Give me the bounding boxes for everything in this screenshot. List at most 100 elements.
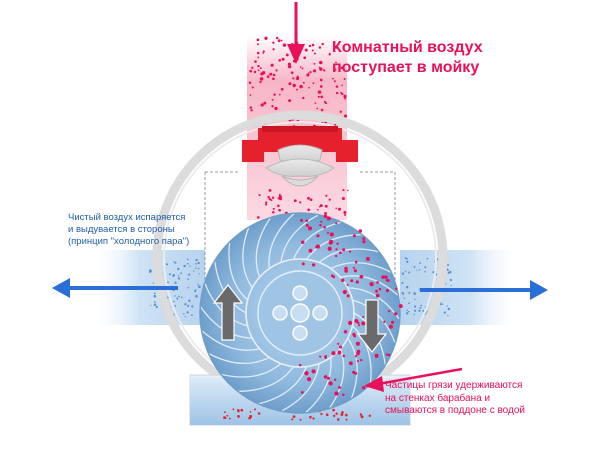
particle-dot [263, 101, 267, 105]
particle-dot [339, 345, 343, 349]
particle-dot [335, 61, 337, 64]
dirt-pointer-arrow-icon [364, 367, 463, 392]
particle-dot [328, 381, 333, 386]
particle-dot [302, 81, 305, 84]
particle-dot [226, 414, 229, 417]
particle-dot [280, 87, 284, 91]
particle-dot [194, 290, 197, 293]
particle-dot [318, 46, 322, 49]
particle-dot [257, 56, 260, 59]
particle-dot [257, 43, 259, 46]
drum-blade [340, 275, 399, 297]
particle-dot [361, 386, 366, 390]
particle-dot [418, 309, 421, 312]
particle-dot [262, 50, 265, 53]
particle-dot [320, 220, 323, 223]
particle-dot [249, 69, 253, 73]
particle-dot [319, 60, 323, 65]
particle-dot [270, 199, 273, 202]
particle-dot [337, 418, 340, 420]
particle-dot [406, 309, 408, 312]
particle-dot [335, 412, 338, 415]
particle-dot [420, 304, 422, 307]
particle-dot [308, 44, 312, 48]
drum-blade [220, 363, 282, 378]
particle-dot [312, 69, 317, 73]
particle-dot [188, 273, 191, 276]
particle-dot [359, 274, 364, 279]
particle-dot [401, 282, 404, 284]
particle-dot [316, 234, 320, 238]
particle-dot [278, 197, 283, 201]
particle-dot [343, 77, 346, 81]
fan-icon [242, 126, 358, 187]
particle-dot [270, 73, 273, 75]
particle-dot [152, 282, 155, 284]
particle-dot [282, 43, 287, 47]
particle-dot [174, 281, 177, 284]
particle-dot [335, 248, 338, 251]
particle-dot [287, 65, 292, 69]
particle-dot [385, 353, 389, 356]
particle-dot [413, 265, 416, 268]
drum-blade [281, 363, 320, 412]
particle-dot [344, 266, 348, 271]
particle-dot [311, 43, 315, 47]
particle-dot [261, 71, 266, 75]
particle-dot [193, 270, 195, 272]
particle-dot [278, 208, 281, 212]
particle-dot [424, 266, 427, 269]
particle-dot [419, 306, 422, 309]
particle-dot [440, 303, 442, 306]
particle-dot [178, 295, 180, 298]
particle-dot [385, 289, 390, 293]
particle-dot [337, 350, 342, 355]
particle-dot [186, 311, 189, 314]
particle-dot [296, 88, 299, 91]
particle-dot [334, 254, 338, 258]
particle-dot [150, 304, 152, 307]
particle-dot [292, 77, 295, 80]
particle-dot [319, 204, 323, 208]
particle-dot [344, 214, 347, 216]
particle-dot [296, 75, 299, 78]
particle-dot [356, 360, 359, 363]
particle-dot [301, 67, 304, 70]
particle-dot [352, 266, 355, 269]
particle-dot [307, 226, 313, 231]
particle-dot [315, 244, 320, 249]
particle-dot [278, 93, 281, 96]
particle-dot [394, 312, 398, 316]
drum-blade [258, 366, 308, 405]
particle-dot [302, 96, 305, 100]
particle-dot [254, 60, 257, 63]
particle-dot [348, 361, 353, 366]
particle-dot [378, 287, 382, 291]
particle-dot [197, 283, 199, 286]
particle-dot [312, 82, 315, 85]
particle-dot [329, 239, 334, 244]
particle-dot [301, 262, 305, 266]
particle-dot [407, 310, 410, 313]
particle-dot [321, 42, 324, 46]
particle-dot [323, 375, 328, 379]
particle-dot [375, 289, 379, 293]
particle-dot [346, 294, 350, 298]
particle-dot [323, 225, 326, 229]
particle-dot [280, 39, 283, 42]
particle-dot [277, 204, 280, 208]
particle-dot [426, 257, 429, 260]
particle-dot [358, 229, 363, 233]
rotation-arrow-icon [356, 299, 388, 353]
particle-dot [303, 56, 307, 60]
particle-dot [319, 67, 323, 71]
particle-dot [338, 207, 341, 211]
particle-dot [413, 313, 415, 316]
particle-dot [308, 86, 310, 89]
particle-dot [338, 385, 341, 389]
particle-dot [447, 271, 450, 274]
particle-dot [293, 199, 297, 203]
particle-dot [249, 414, 252, 417]
particle-dot [365, 256, 370, 261]
particle-dot [268, 197, 271, 201]
